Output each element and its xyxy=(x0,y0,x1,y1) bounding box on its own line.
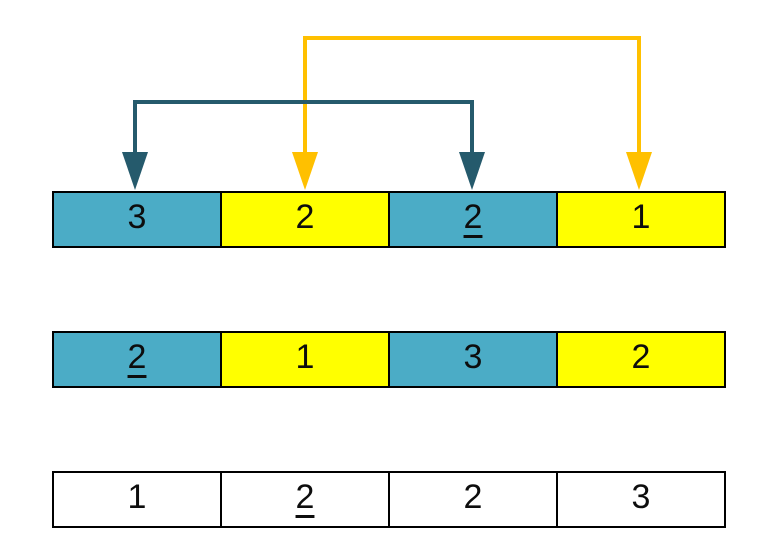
cell-value: 2 xyxy=(463,197,483,236)
orange-arrowhead-right xyxy=(626,152,652,190)
teal-swap-arrow xyxy=(122,100,485,190)
array-cell: 1 xyxy=(54,473,220,526)
array-cell: 3 xyxy=(388,333,556,386)
cell-value: 3 xyxy=(127,197,147,236)
array-cell: 3 xyxy=(54,193,220,246)
orange-swap-arrow xyxy=(292,36,652,190)
cell-value: 2 xyxy=(295,477,315,516)
array-cell: 1 xyxy=(556,193,724,246)
array-cell: 1 xyxy=(220,333,388,386)
array-cell: 3 xyxy=(556,473,724,526)
array-cell: 2 xyxy=(556,333,724,386)
cell-value: 2 xyxy=(463,477,483,516)
array-cell: 2 xyxy=(220,473,388,526)
cell-value: 3 xyxy=(631,477,651,516)
array-cell: 2 xyxy=(54,333,220,386)
cell-value: 1 xyxy=(127,477,147,516)
array-cell: 2 xyxy=(220,193,388,246)
array-cell: 2 xyxy=(388,193,556,246)
cell-value: 2 xyxy=(295,197,315,236)
cell-value: 2 xyxy=(631,337,651,376)
cell-value: 2 xyxy=(127,337,147,376)
array-row-middle: 2 1 3 2 xyxy=(52,331,726,388)
teal-arrowhead-left xyxy=(122,152,148,190)
array-row-bottom: 1 2 2 3 xyxy=(52,471,726,528)
orange-arrowhead-left xyxy=(292,152,318,190)
array-row-top: 3 2 2 1 xyxy=(52,191,726,248)
array-cell: 2 xyxy=(388,473,556,526)
teal-swap-arrow-line xyxy=(133,100,474,154)
orange-swap-arrow-line xyxy=(303,36,641,154)
cell-value: 1 xyxy=(631,197,651,236)
cell-value: 1 xyxy=(295,337,315,376)
cell-value: 3 xyxy=(463,337,483,376)
teal-arrowhead-right xyxy=(459,152,485,190)
